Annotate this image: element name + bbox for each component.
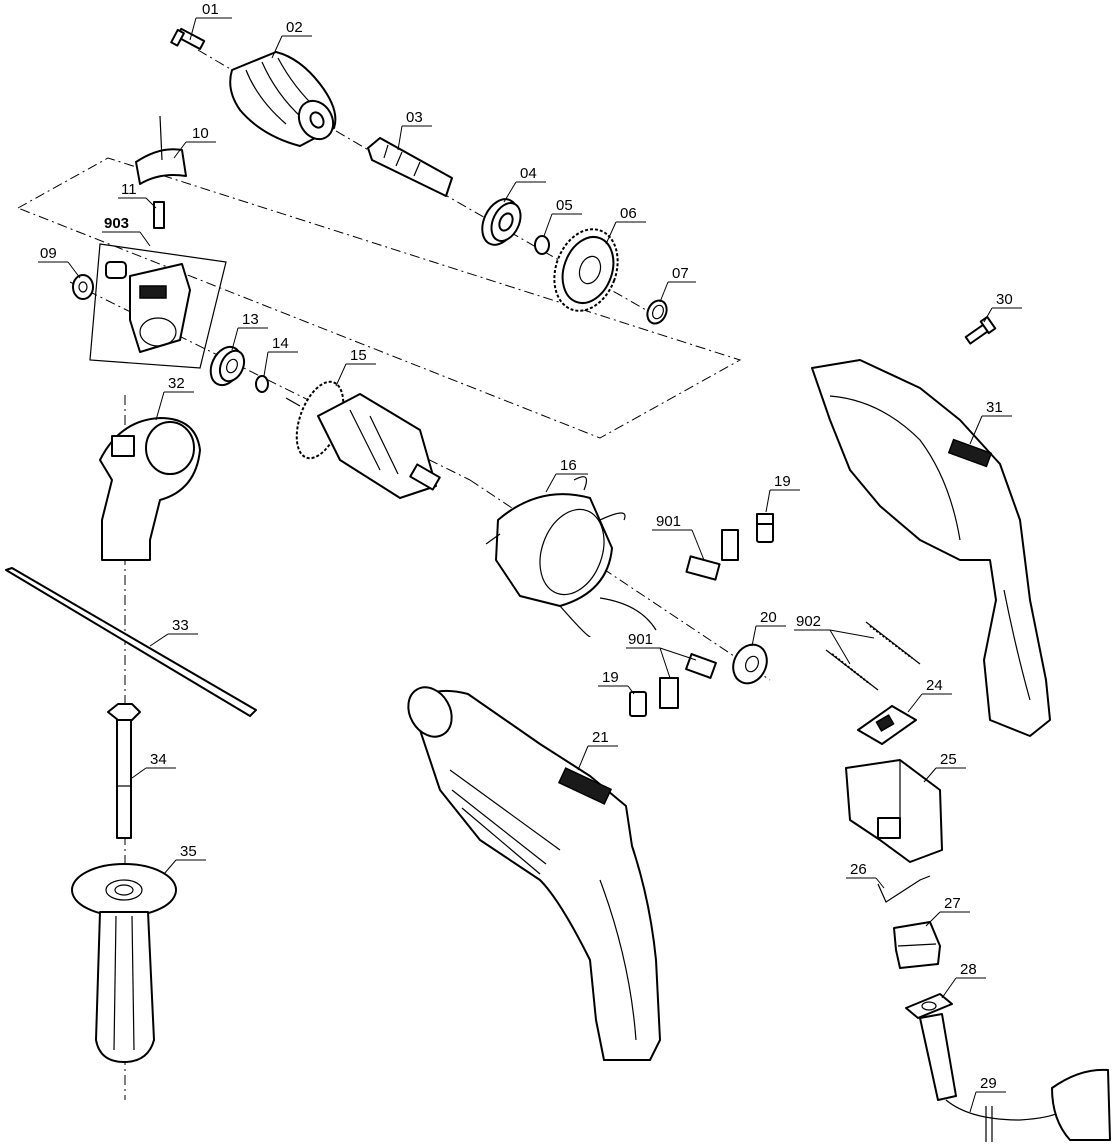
label-28: 28 (960, 961, 977, 978)
label-34: 34 (150, 751, 167, 768)
label-11: 11 (121, 181, 137, 198)
label-20: 20 (760, 609, 777, 626)
part-11-pin (153, 201, 165, 229)
part-30-screw (964, 315, 997, 345)
label-05: 05 (556, 197, 573, 214)
label-901-upper: 901 (656, 513, 681, 530)
part-35-side-handle (71, 863, 177, 1063)
part-20-bearing (732, 643, 768, 685)
part-14-ring (255, 375, 269, 393)
label-903: 903 (104, 215, 129, 232)
label-19-upper: 19 (774, 473, 791, 490)
part-26-wire (877, 875, 931, 903)
part-09-washer (72, 274, 94, 300)
part-15-armature (285, 380, 441, 499)
label-33: 33 (172, 617, 189, 634)
callouts: 01 02 03 04 05 06 07 09 10 11 903 13 14 … (38, 1, 1022, 1113)
label-27: 27 (944, 895, 961, 912)
part-903-gear-cover-assembly (89, 243, 227, 369)
part-19-carbon-brush-lower (629, 691, 647, 717)
label-26: 26 (850, 861, 867, 878)
part-01-screw (170, 27, 206, 50)
label-902: 902 (796, 613, 821, 630)
part-32-handle-clamp (99, 417, 201, 561)
part-29-power-cord (945, 1068, 1111, 1142)
label-25: 25 (940, 751, 957, 768)
part-31-housing-half (811, 359, 1051, 737)
part-04-bearing (481, 198, 522, 246)
label-35: 35 (180, 843, 197, 860)
label-06: 06 (620, 205, 637, 222)
label-15: 15 (350, 347, 367, 364)
part-24-switch-part (857, 705, 917, 745)
label-19-lower: 19 (602, 669, 619, 686)
part-33-depth-stop-rod (5, 567, 257, 717)
part-05-circlip (534, 235, 550, 255)
part-901-brush-holder-lower (659, 653, 717, 709)
label-32: 32 (168, 375, 185, 392)
part-34-bolt (107, 703, 141, 839)
label-21: 21 (592, 729, 609, 746)
label-901-lower: 901 (628, 631, 653, 648)
part-13-bearing (209, 345, 246, 387)
label-16: 16 (560, 457, 577, 474)
label-03: 03 (406, 109, 423, 126)
part-27-capacitor (893, 921, 941, 969)
part-07-bearing (646, 299, 668, 325)
part-06-gear (553, 228, 619, 312)
part-28-cable-guard (905, 993, 957, 1101)
label-09: 09 (40, 245, 57, 262)
label-14: 14 (272, 335, 289, 352)
label-10: 10 (192, 125, 209, 142)
label-07: 07 (672, 265, 689, 282)
part-19-carbon-brush-upper (756, 513, 774, 543)
part-16-stator (485, 476, 657, 638)
label-04: 04 (520, 165, 537, 182)
part-21-housing-assembly (407, 686, 661, 1061)
label-29: 29 (980, 1075, 997, 1092)
part-901-brush-holder-upper (685, 529, 739, 581)
part-25-switch (845, 759, 943, 863)
label-13: 13 (242, 311, 259, 328)
part-02-chuck (229, 51, 337, 147)
part-902-springs (825, 621, 921, 691)
part-10-selector-slider (135, 115, 187, 185)
label-30: 30 (996, 291, 1013, 308)
label-31: 31 (986, 399, 1003, 416)
label-01: 01 (202, 1, 219, 18)
label-24: 24 (926, 677, 943, 694)
label-02: 02 (286, 19, 303, 36)
part-03-spindle (367, 137, 453, 197)
